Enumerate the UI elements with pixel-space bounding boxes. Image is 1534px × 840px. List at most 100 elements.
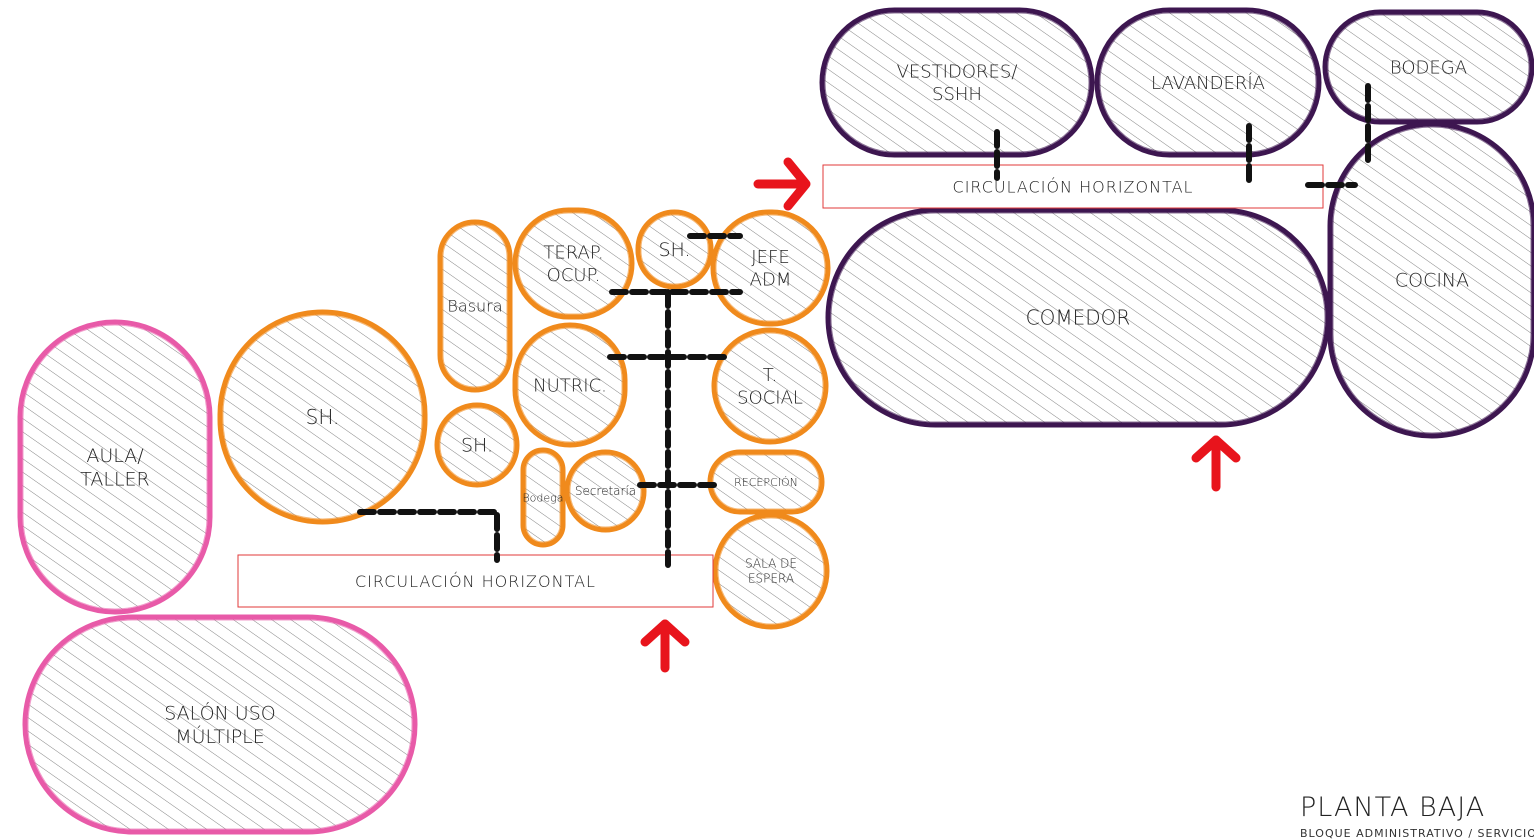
zone-bodega-small: Bodega bbox=[520, 447, 566, 548]
connections-layer bbox=[357, 83, 1371, 568]
zone-label: OCUP. bbox=[547, 265, 601, 286]
entrance-arrow-right bbox=[753, 157, 811, 211]
zone-label: SH. bbox=[306, 405, 340, 429]
zone-outline bbox=[635, 209, 714, 290]
plan-subtitle: BLOQUE ADMINISTRATIVO / SERVICIOS bbox=[1300, 827, 1534, 840]
zone-basura: Basura bbox=[437, 219, 513, 393]
zone-inner-outline bbox=[1099, 12, 1317, 153]
zone-label: RECEPCIÓN bbox=[734, 476, 798, 489]
zone-inner-outline bbox=[824, 12, 1090, 153]
circulation-band bbox=[237, 554, 714, 608]
circulation-lower: CIRCULACIÓN HORIZONTAL bbox=[237, 554, 714, 608]
zone-inner-outline bbox=[222, 314, 423, 520]
zone-recepcion: RECEPCIÓN bbox=[707, 449, 825, 515]
zone-outline bbox=[711, 327, 829, 445]
zone-label: COCINA bbox=[1395, 270, 1469, 292]
zone-nutric: NUTRIC. bbox=[512, 322, 628, 448]
zone-inner-outline bbox=[1327, 14, 1530, 120]
arrow-head bbox=[640, 619, 690, 647]
zone-terap-ocup: TERAP.OCUP. bbox=[512, 207, 635, 320]
entrance-arrow bbox=[1191, 435, 1241, 492]
arrow-head bbox=[783, 157, 811, 211]
zone-aula-taller: AULA/TALLER bbox=[17, 319, 213, 615]
arrow-head bbox=[1191, 435, 1241, 463]
zone-lavanderia: LAVANDERÍA bbox=[1094, 7, 1322, 158]
zone-outline bbox=[512, 322, 628, 448]
zone-outline bbox=[512, 207, 635, 320]
zone-label: SSHH bbox=[932, 84, 982, 105]
plan-title: PLANTA BAJA bbox=[1300, 792, 1486, 823]
zone-label: SALA DE bbox=[745, 557, 797, 571]
zone-outline bbox=[217, 309, 428, 525]
zone-inner-outline bbox=[716, 332, 824, 440]
zone-inner-outline bbox=[517, 212, 630, 315]
zone-outline bbox=[712, 512, 830, 630]
zone-label: JEFE bbox=[751, 247, 789, 268]
zone-t-social: T.SOCIAL bbox=[711, 327, 829, 445]
zone-label: LAVANDERÍA bbox=[1151, 72, 1265, 94]
circulation-band bbox=[822, 164, 1324, 209]
entrance-arrows-layer bbox=[640, 157, 1241, 673]
circulation-layer: CIRCULACIÓN HORIZONTAL CIRCULACIÓN HORIZO… bbox=[237, 164, 1324, 608]
zone-label: BODEGA bbox=[1390, 57, 1467, 78]
circulation-label: CIRCULACIÓN HORIZONTAL bbox=[355, 572, 596, 591]
zone-sh-top: SH. bbox=[635, 209, 714, 290]
zone-label: ESPERA bbox=[748, 572, 794, 586]
zone-inner-outline bbox=[439, 407, 515, 483]
zone-inner-outline bbox=[569, 454, 642, 528]
zone-outline bbox=[17, 319, 213, 615]
zone-label: Secretaría bbox=[575, 484, 636, 498]
zone-label: ADM bbox=[750, 270, 792, 291]
zone-inner-outline bbox=[442, 224, 508, 388]
zone-label: AULA/ bbox=[86, 445, 144, 467]
zone-inner-outline bbox=[830, 212, 1326, 423]
zone-label: TERAP. bbox=[543, 243, 603, 264]
zone-label: SH. bbox=[461, 435, 493, 457]
entrance-arrow bbox=[640, 619, 690, 673]
zone-inner-outline bbox=[22, 324, 208, 610]
zone-inner-outline bbox=[1332, 126, 1532, 434]
zone-bodega-kitchen: BODEGA bbox=[1322, 9, 1534, 125]
zone-sh-small: SH. bbox=[434, 402, 520, 488]
zone-sh-large: SH. bbox=[217, 309, 428, 525]
zone-inner-outline bbox=[717, 517, 825, 625]
connection-line bbox=[357, 509, 500, 563]
zone-secretaria: Secretaría bbox=[564, 449, 647, 533]
zone-vestidores: VESTIDORES/SSHH bbox=[819, 7, 1095, 158]
zone-outline bbox=[520, 447, 566, 548]
circulation-upper: CIRCULACIÓN HORIZONTAL bbox=[822, 164, 1324, 209]
zone-outline bbox=[1094, 7, 1322, 158]
zone-label: SH. bbox=[658, 239, 690, 261]
zone-label: TALLER bbox=[80, 469, 150, 491]
zone-label: Basura bbox=[447, 297, 502, 316]
zone-outline bbox=[564, 449, 647, 533]
circulation-label: CIRCULACIÓN HORIZONTAL bbox=[953, 178, 1194, 197]
zone-outline bbox=[710, 209, 831, 327]
zone-inner-outline bbox=[525, 452, 561, 543]
zone-outline bbox=[437, 219, 513, 393]
zone-cocina: COCINA bbox=[1327, 121, 1534, 439]
zone-outline bbox=[819, 7, 1095, 158]
zone-label: SALÓN USO bbox=[164, 700, 275, 724]
zone-inner-outline bbox=[640, 214, 709, 285]
zone-comedor: COMEDOR bbox=[825, 207, 1331, 428]
zone-label: NUTRIC. bbox=[533, 375, 607, 396]
zone-label: MÚLTIPLE bbox=[175, 724, 265, 748]
zone-outline bbox=[1327, 121, 1534, 439]
zone-outline bbox=[22, 614, 418, 835]
zone-inner-outline bbox=[27, 619, 413, 830]
zone-label: Bodega bbox=[522, 491, 563, 504]
zone-label: COMEDOR bbox=[1026, 306, 1131, 330]
zone-label: SOCIAL bbox=[737, 388, 803, 409]
zone-label: T. bbox=[763, 365, 778, 386]
zone-outline bbox=[434, 402, 520, 488]
zone-label: VESTIDORES/ bbox=[897, 62, 1018, 83]
zone-outline bbox=[825, 207, 1331, 428]
zone-inner-outline bbox=[715, 214, 826, 322]
zone-inner-outline bbox=[517, 327, 623, 443]
